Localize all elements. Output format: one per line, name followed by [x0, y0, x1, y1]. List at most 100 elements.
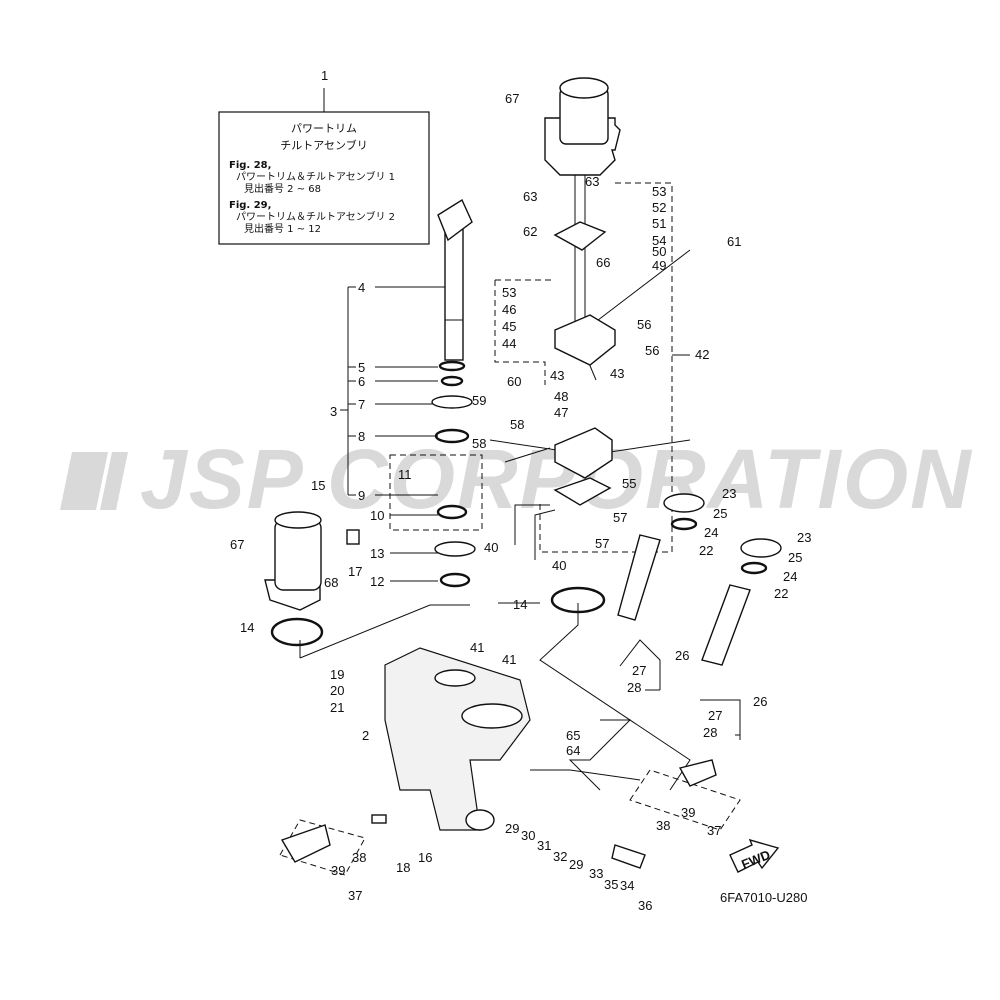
callout: 64 [566, 743, 580, 758]
note-box: パワートリム チルトアセンブリ Fig. 28, パワートリム＆チルトアセンブリ… [218, 88, 430, 245]
callout: 36 [638, 898, 652, 913]
callout: 22 [774, 586, 788, 601]
callout: 67 [230, 537, 244, 552]
callout: 57 [613, 510, 627, 525]
callout: 66 [596, 255, 610, 270]
callout: 49 [652, 258, 666, 273]
callout: 16 [418, 850, 432, 865]
callout: 27 [632, 663, 646, 678]
callout: 53 [502, 285, 516, 300]
callout: 53 [652, 184, 666, 199]
callout: 26 [753, 694, 767, 709]
callout: 15 [311, 478, 325, 493]
note-fig1-ref: 見出番号 2 ~ 68 [244, 182, 321, 195]
callout: 55 [622, 476, 636, 491]
reservoir [264, 511, 322, 611]
callout: 1 [321, 68, 328, 83]
callout: 59 [472, 393, 486, 408]
callout: 54 [652, 233, 666, 248]
callout: 21 [330, 700, 344, 715]
callout: 28 [627, 680, 641, 695]
callout: 51 [652, 216, 666, 231]
callout: 10 [370, 508, 384, 523]
callout: 29 [569, 857, 583, 872]
callout: 31 [537, 838, 551, 853]
callout: 60 [507, 374, 521, 389]
callout: 40 [484, 540, 498, 555]
callout: 57 [595, 536, 609, 551]
callout: 24 [783, 569, 797, 584]
callout: 43 [550, 368, 564, 383]
callout: 56 [637, 317, 651, 332]
group-boxes [279, 182, 741, 876]
callout: 42 [695, 347, 709, 362]
callout: 17 [348, 564, 362, 579]
note-fig2-ref: 見出番号 1 ~ 12 [244, 222, 321, 235]
callout: 47 [554, 405, 568, 420]
note-fig1-title: Fig. 28, [229, 160, 271, 171]
rings [270, 360, 768, 647]
callout: 63 [523, 189, 537, 204]
note-fig1-line: パワートリム＆チルトアセンブリ 1 [236, 170, 395, 183]
callout: 50 [652, 244, 666, 259]
fwd-arrow: FWD [729, 838, 780, 873]
main-body [384, 647, 531, 831]
callout-labels: 1 2 3 4 5 6 7 8 9 10 11 12 13 14 14 15 1… [230, 68, 811, 913]
callout: 39 [331, 863, 345, 878]
callout: 8 [358, 429, 365, 444]
callout: 13 [370, 546, 384, 561]
note-title-1: パワートリム [291, 122, 357, 135]
note-fig2-title: Fig. 29, [229, 200, 271, 211]
manifold-plates [553, 221, 616, 506]
tilt-rod [437, 198, 473, 361]
callout: 41 [470, 640, 484, 655]
callout: 67 [505, 91, 519, 106]
callout: 7 [358, 397, 365, 412]
callout: 24 [704, 525, 718, 540]
callout: 38 [352, 850, 366, 865]
callout: 3 [330, 404, 337, 419]
callout: 25 [713, 506, 727, 521]
callout: 65 [566, 728, 580, 743]
callout: 52 [652, 200, 666, 215]
callout: 45 [502, 319, 516, 334]
callout: 2 [362, 728, 369, 743]
callout: 9 [358, 488, 365, 503]
callout: 20 [330, 683, 344, 698]
callout: 18 [396, 860, 410, 875]
callout: 32 [553, 849, 567, 864]
watermark: JSP CORPORATION [60, 432, 971, 526]
callout: 63 [585, 174, 599, 189]
callout: 23 [797, 530, 811, 545]
callout: 40 [552, 558, 566, 573]
callout: 35 [604, 877, 618, 892]
callout: 19 [330, 667, 344, 682]
callout: 61 [727, 234, 741, 249]
callout: 58 [472, 436, 486, 451]
callout: 23 [722, 486, 736, 501]
callout: 6 [358, 374, 365, 389]
callout: 43 [610, 366, 624, 381]
callout: 41 [502, 652, 516, 667]
small-parts [280, 529, 717, 869]
pump-motor [544, 77, 621, 350]
callout: 46 [502, 302, 516, 317]
callout: 12 [370, 574, 384, 589]
callout: 30 [521, 828, 535, 843]
callout: 22 [699, 543, 713, 558]
callout: 34 [620, 878, 634, 893]
note-title-2: チルトアセンブリ [280, 138, 367, 152]
callout: 4 [358, 280, 365, 295]
callout: 48 [554, 389, 568, 404]
callout: 14 [240, 620, 254, 635]
callout: 39 [681, 805, 695, 820]
note-fig2-line: パワートリム＆チルトアセンブリ 2 [236, 210, 395, 223]
callout: 37 [707, 823, 721, 838]
callout: 62 [523, 224, 537, 239]
callout: 11 [398, 467, 412, 482]
callout: 33 [589, 866, 603, 881]
figure-code: 6FA7010-U280 [720, 890, 807, 905]
callout: 27 [708, 708, 722, 723]
cylinders [617, 493, 782, 666]
